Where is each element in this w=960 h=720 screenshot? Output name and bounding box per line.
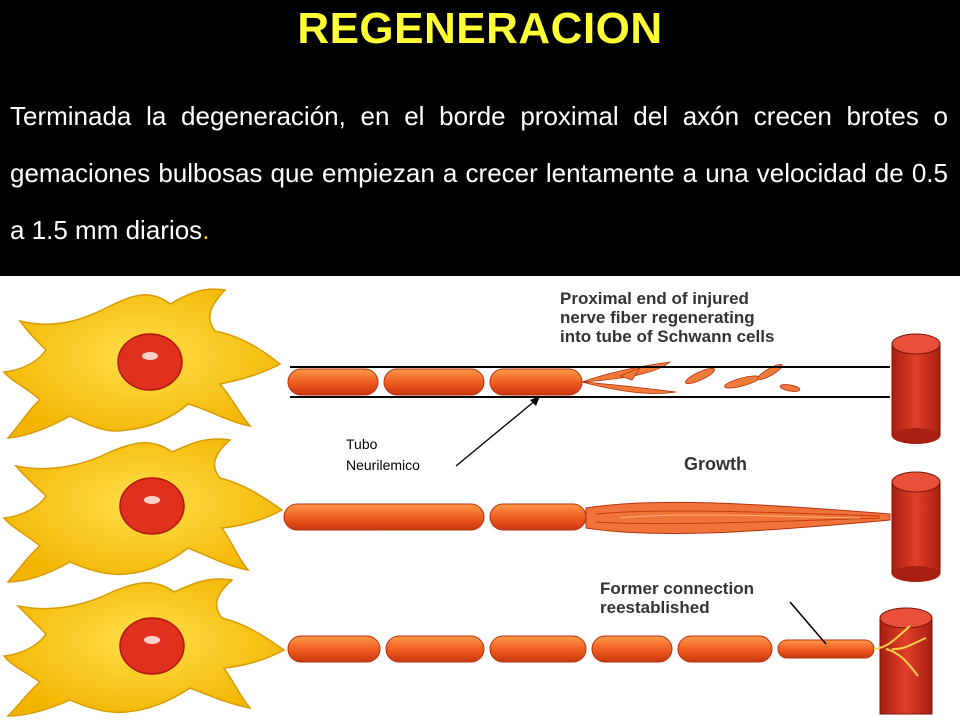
neuron-row-1	[2, 288, 941, 444]
slide-body-text: Terminada la degeneración, en el borde p…	[10, 88, 948, 259]
label-proximal-line-1: Proximal end of injured	[560, 289, 749, 308]
nerve-regeneration-diagram: Proximal end of injured nerve fiber rege…	[2, 288, 941, 717]
label-tubo-line-1: Tubo	[346, 436, 378, 452]
label-former-line-2: reestablished	[600, 598, 710, 617]
neuron-nucleus-2	[119, 477, 185, 535]
label-proximal-line-3: into tube of Schwann cells	[560, 327, 774, 346]
label-former-line-1: Former connection	[600, 579, 754, 598]
label-growth: Growth	[684, 454, 747, 474]
label-tubo-neurilemico: Tubo Neurilemico	[346, 436, 420, 473]
neuron-row-3	[2, 578, 933, 717]
neuron-nucleus-3	[119, 617, 185, 675]
axon-segments-3	[287, 635, 875, 663]
neuron-nucleolus-3	[144, 636, 160, 644]
body-text-end: .	[202, 215, 210, 245]
growth-strands-2	[585, 501, 891, 535]
pointer-former-connection	[789, 601, 827, 645]
neuron-nucleolus-1	[142, 352, 158, 360]
slide-title: REGENERACION	[297, 4, 663, 53]
label-proximal: Proximal end of injured nerve fiber rege…	[560, 289, 774, 346]
body-text-main: Terminada la degeneración, en el borde p…	[10, 101, 948, 245]
label-tubo-line-2: Neurilemico	[346, 457, 420, 473]
axon-segments-1	[287, 368, 583, 396]
label-proximal-line-2: nerve fiber regenerating	[560, 308, 755, 327]
muscle-cylinder-3	[873, 607, 933, 715]
muscle-cylinder-1	[891, 333, 941, 444]
slide-header: REGENERACION Terminada la degeneración, …	[0, 0, 960, 276]
axon-segments-2	[283, 503, 587, 531]
label-former-connection: Former connection reestablished	[600, 579, 754, 617]
neuron-row-2	[2, 438, 941, 583]
muscle-cylinder-2	[891, 471, 941, 582]
neuron-nucleolus-2	[144, 496, 160, 504]
neuron-nucleus-1	[117, 333, 183, 391]
tubo-arrow	[455, 396, 540, 467]
